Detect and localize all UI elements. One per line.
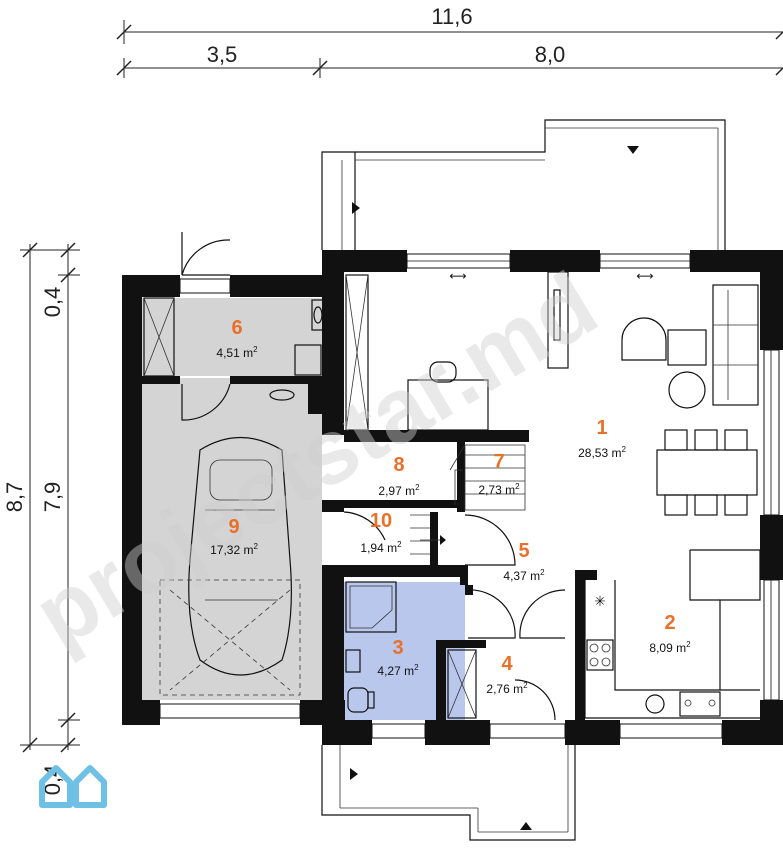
- svg-text:⟷: ⟷: [636, 269, 653, 283]
- room-area: 2,97 m2: [378, 483, 420, 498]
- room-area: 17,32 m2: [210, 542, 258, 557]
- dim-top-offset: 0,4: [40, 287, 65, 318]
- garage-floor: [140, 378, 322, 700]
- room-area: 8,09 m2: [649, 640, 691, 655]
- furniture: ✳: [143, 271, 761, 719]
- room-area: 4,27 m2: [377, 663, 419, 678]
- doors: [181, 232, 566, 721]
- room-number: 7: [493, 451, 504, 473]
- room-labels: 1 28,53 m2 2 8,09 m2 3 4,27 m2 4 2,76 m2 5 4,37 m…: [210, 317, 691, 696]
- svg-text:⟷: ⟷: [449, 269, 466, 283]
- terraces: [321, 119, 726, 841]
- dimension-lines: [20, 20, 783, 753]
- room-number: 5: [518, 540, 529, 562]
- dim-right-width: 8,0: [535, 42, 566, 67]
- room-area: 2,76 m2: [486, 681, 528, 696]
- dim-inner-depth: 7,9: [40, 482, 65, 513]
- utility-floor: [140, 298, 322, 376]
- dim-total-width: 11,6: [431, 4, 472, 29]
- room-area: 4,37 m2: [503, 568, 545, 583]
- room-number: 10: [370, 510, 392, 532]
- room-number: 3: [392, 637, 403, 659]
- house-logo-icon: [39, 765, 107, 808]
- room-number: 9: [228, 516, 239, 538]
- room-number: 8: [393, 454, 404, 476]
- windows: ⟷ ⟷: [159, 253, 780, 739]
- bathroom-floor: [343, 582, 465, 720]
- room-area: 1,94 m2: [360, 540, 402, 555]
- room-number: 6: [231, 317, 242, 339]
- room-area: 2,73 m2: [478, 482, 520, 497]
- svg-text:✳: ✳: [594, 594, 606, 610]
- room-area: 4,51 m2: [216, 345, 258, 360]
- room-number: 2: [664, 612, 675, 634]
- room-number: 1: [596, 417, 607, 439]
- walls: [122, 250, 783, 745]
- room-area: 28,53 m2: [578, 445, 626, 460]
- dim-total-depth: 8,7: [2, 482, 27, 513]
- room-number: 4: [501, 653, 513, 675]
- stairs: [410, 444, 526, 555]
- dim-left-width: 3,5: [207, 42, 238, 67]
